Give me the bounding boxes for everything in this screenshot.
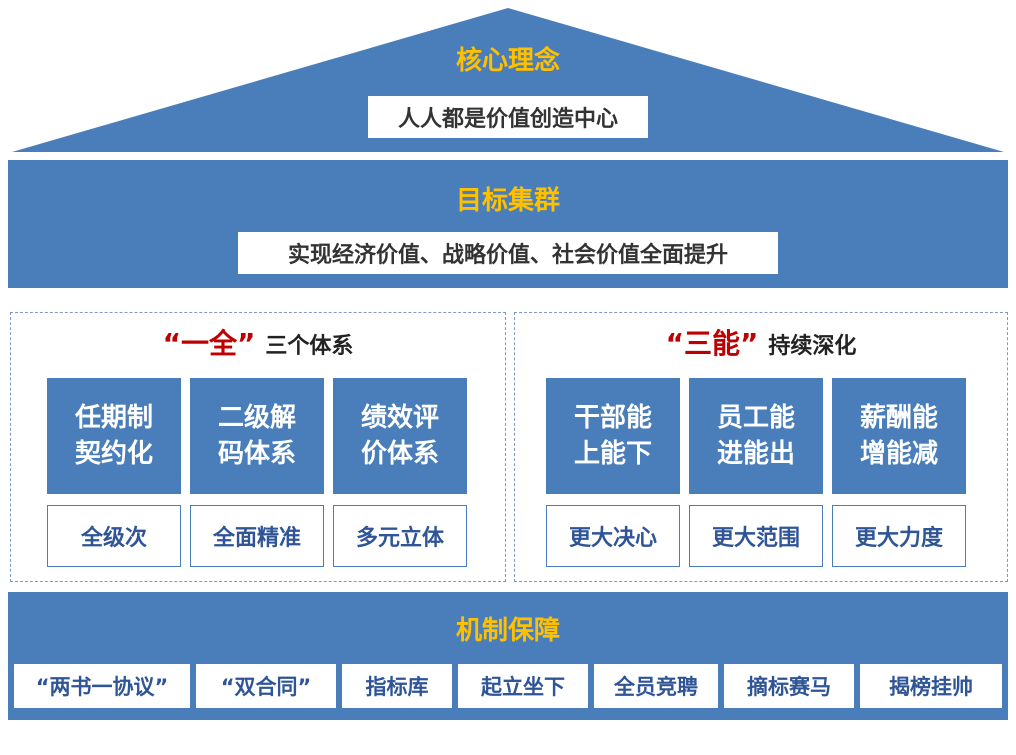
- mechanism-title: 机制保障: [455, 616, 560, 646]
- mechanism-item: 指标库: [342, 664, 452, 708]
- left-panel-title-highlight: “一全”: [162, 327, 256, 360]
- sub-comprehensive-precise: 全面精准: [190, 505, 324, 567]
- card-tenure-contract: 任期制 契约化: [47, 378, 181, 494]
- card-line: 上能下: [573, 439, 652, 469]
- card-line: 码体系: [217, 439, 296, 469]
- card-secondary-decode: 二级解 码体系: [190, 378, 324, 494]
- roof-title: 核心理念: [455, 46, 560, 76]
- card-line: 进能出: [716, 439, 795, 469]
- card-line: 员工能: [716, 403, 795, 433]
- card-line: 增能减: [859, 439, 938, 469]
- goals-subtitle: 实现经济价值、战略价值、社会价值全面提升: [238, 232, 778, 274]
- card-line: 契约化: [74, 439, 153, 469]
- card-line: 任期制: [74, 403, 153, 433]
- sub-all-levels: 全级次: [47, 505, 181, 567]
- right-panel: [514, 312, 1008, 582]
- card-performance-eval: 绩效评 价体系: [333, 378, 467, 494]
- card-line: 薪酬能: [859, 403, 938, 433]
- right-panel-title-rest: 持续深化: [768, 334, 857, 359]
- sub-greater-scope: 更大范围: [689, 505, 823, 567]
- card-staff-in-out: 员工能 进能出: [689, 378, 823, 494]
- roof-triangle: [12, 8, 1004, 152]
- mechanism-item: 起立坐下: [458, 664, 588, 708]
- goals-title: 目标集群: [455, 186, 560, 216]
- card-cadre-up-down: 干部能 上能下: [546, 378, 680, 494]
- left-panel-title-rest: 三个体系: [265, 334, 354, 359]
- mechanism-item: “双合同”: [196, 664, 336, 708]
- mechanism-item: 全员竞聘: [594, 664, 718, 708]
- card-line: 二级解: [217, 403, 296, 433]
- card-salary-up-down: 薪酬能 增能减: [832, 378, 966, 494]
- card-line: 价体系: [360, 439, 439, 469]
- card-line: 干部能: [573, 403, 652, 433]
- mechanism-item: 摘标赛马: [724, 664, 854, 708]
- roof-subtitle: 人人都是价值创造中心: [368, 96, 648, 138]
- mechanism-item: 揭榜挂帅: [860, 664, 1002, 708]
- sub-multi-dimensional: 多元立体: [333, 505, 467, 567]
- right-panel-title: “三能” 持续深化: [514, 322, 1008, 362]
- card-line: 绩效评: [360, 403, 439, 433]
- right-panel-title-highlight: “三能”: [665, 327, 759, 360]
- sub-greater-strength: 更大力度: [832, 505, 966, 567]
- left-panel-title: “一全” 三个体系: [10, 322, 506, 362]
- mechanism-item: “两书一协议”: [14, 664, 190, 708]
- left-panel: [10, 312, 506, 582]
- sub-greater-resolve: 更大决心: [546, 505, 680, 567]
